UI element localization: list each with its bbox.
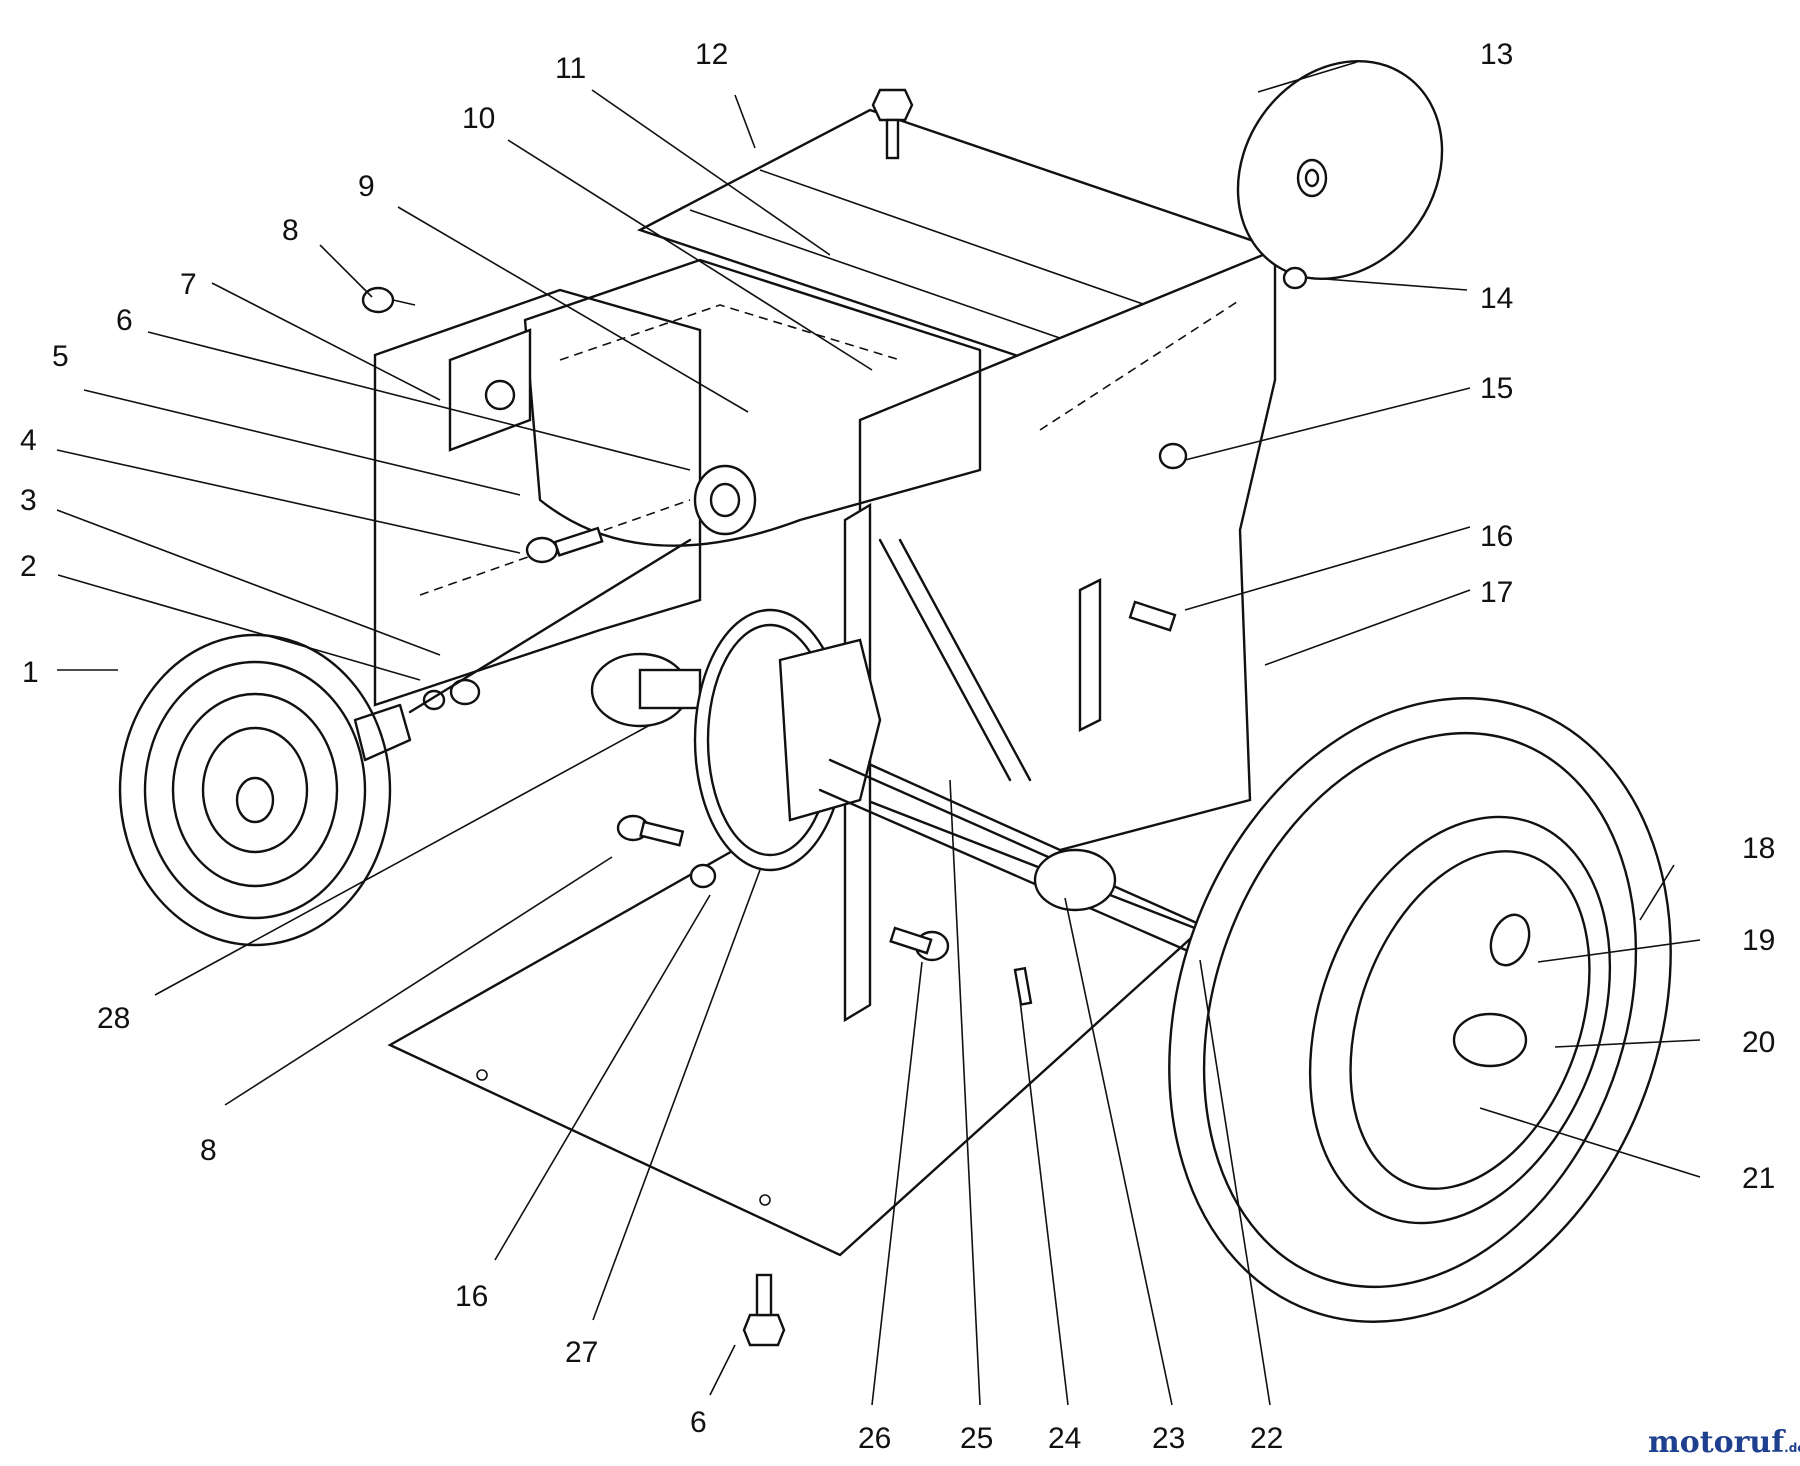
- callout-10: 10: [462, 102, 495, 135]
- pulley: [118, 633, 412, 947]
- callout-20: 20: [1742, 1026, 1775, 1059]
- callout-6-bottom: 6: [690, 1406, 707, 1439]
- callout-16-right: 16: [1480, 520, 1513, 553]
- callout-25: 25: [960, 1422, 993, 1455]
- watermark-suffix: .de: [1784, 1441, 1800, 1455]
- callout-2: 2: [20, 550, 37, 583]
- callout-15: 15: [1480, 372, 1513, 405]
- callout-8-top: 8: [282, 214, 299, 247]
- callout-3: 3: [20, 484, 37, 517]
- callout-27: 27: [565, 1336, 598, 1369]
- callout-18: 18: [1742, 832, 1775, 865]
- large-wheel: [1168, 697, 1672, 1323]
- callout-19: 19: [1742, 924, 1775, 957]
- callout-12: 12: [695, 38, 728, 71]
- fasteners: [361, 88, 1308, 1347]
- callout-9: 9: [358, 170, 375, 203]
- callout-22: 22: [1250, 1422, 1283, 1455]
- callout-4: 4: [20, 424, 37, 457]
- callout-6-top: 6: [116, 304, 133, 337]
- callout-13: 13: [1480, 38, 1513, 71]
- small-wheel-disc: [1236, 59, 1444, 281]
- callout-16-bottom: 16: [455, 1280, 488, 1313]
- drive-chain: [878, 538, 1032, 782]
- drive-gear: [693, 608, 882, 872]
- svg-text:motoruf.de: motoruf.de: [1648, 1425, 1800, 1460]
- watermark-text: motoruf: [1648, 1425, 1786, 1460]
- leader-lines: [56, 61, 1701, 1406]
- callout-23: 23: [1152, 1422, 1185, 1455]
- callout-21: 21: [1742, 1162, 1775, 1195]
- axle: [818, 758, 1237, 967]
- callout-8-bottom: 8: [200, 1134, 217, 1167]
- callout-17: 17: [1480, 576, 1513, 609]
- callout-26: 26: [858, 1422, 891, 1455]
- callout-5: 5: [52, 340, 69, 373]
- callout-14: 14: [1480, 282, 1513, 315]
- callout-labels: 1 2 3 4 5 6 7 8 9 10 11 12 13 14 15 16 1…: [20, 38, 1775, 1455]
- callout-1: 1: [22, 656, 39, 689]
- callout-28: 28: [97, 1002, 130, 1035]
- callout-24: 24: [1048, 1422, 1081, 1455]
- watermark-logo: motoruf.de: [1648, 1425, 1800, 1460]
- callout-7: 7: [180, 268, 197, 301]
- callout-11: 11: [555, 52, 586, 85]
- bearing-flange: [590, 464, 757, 728]
